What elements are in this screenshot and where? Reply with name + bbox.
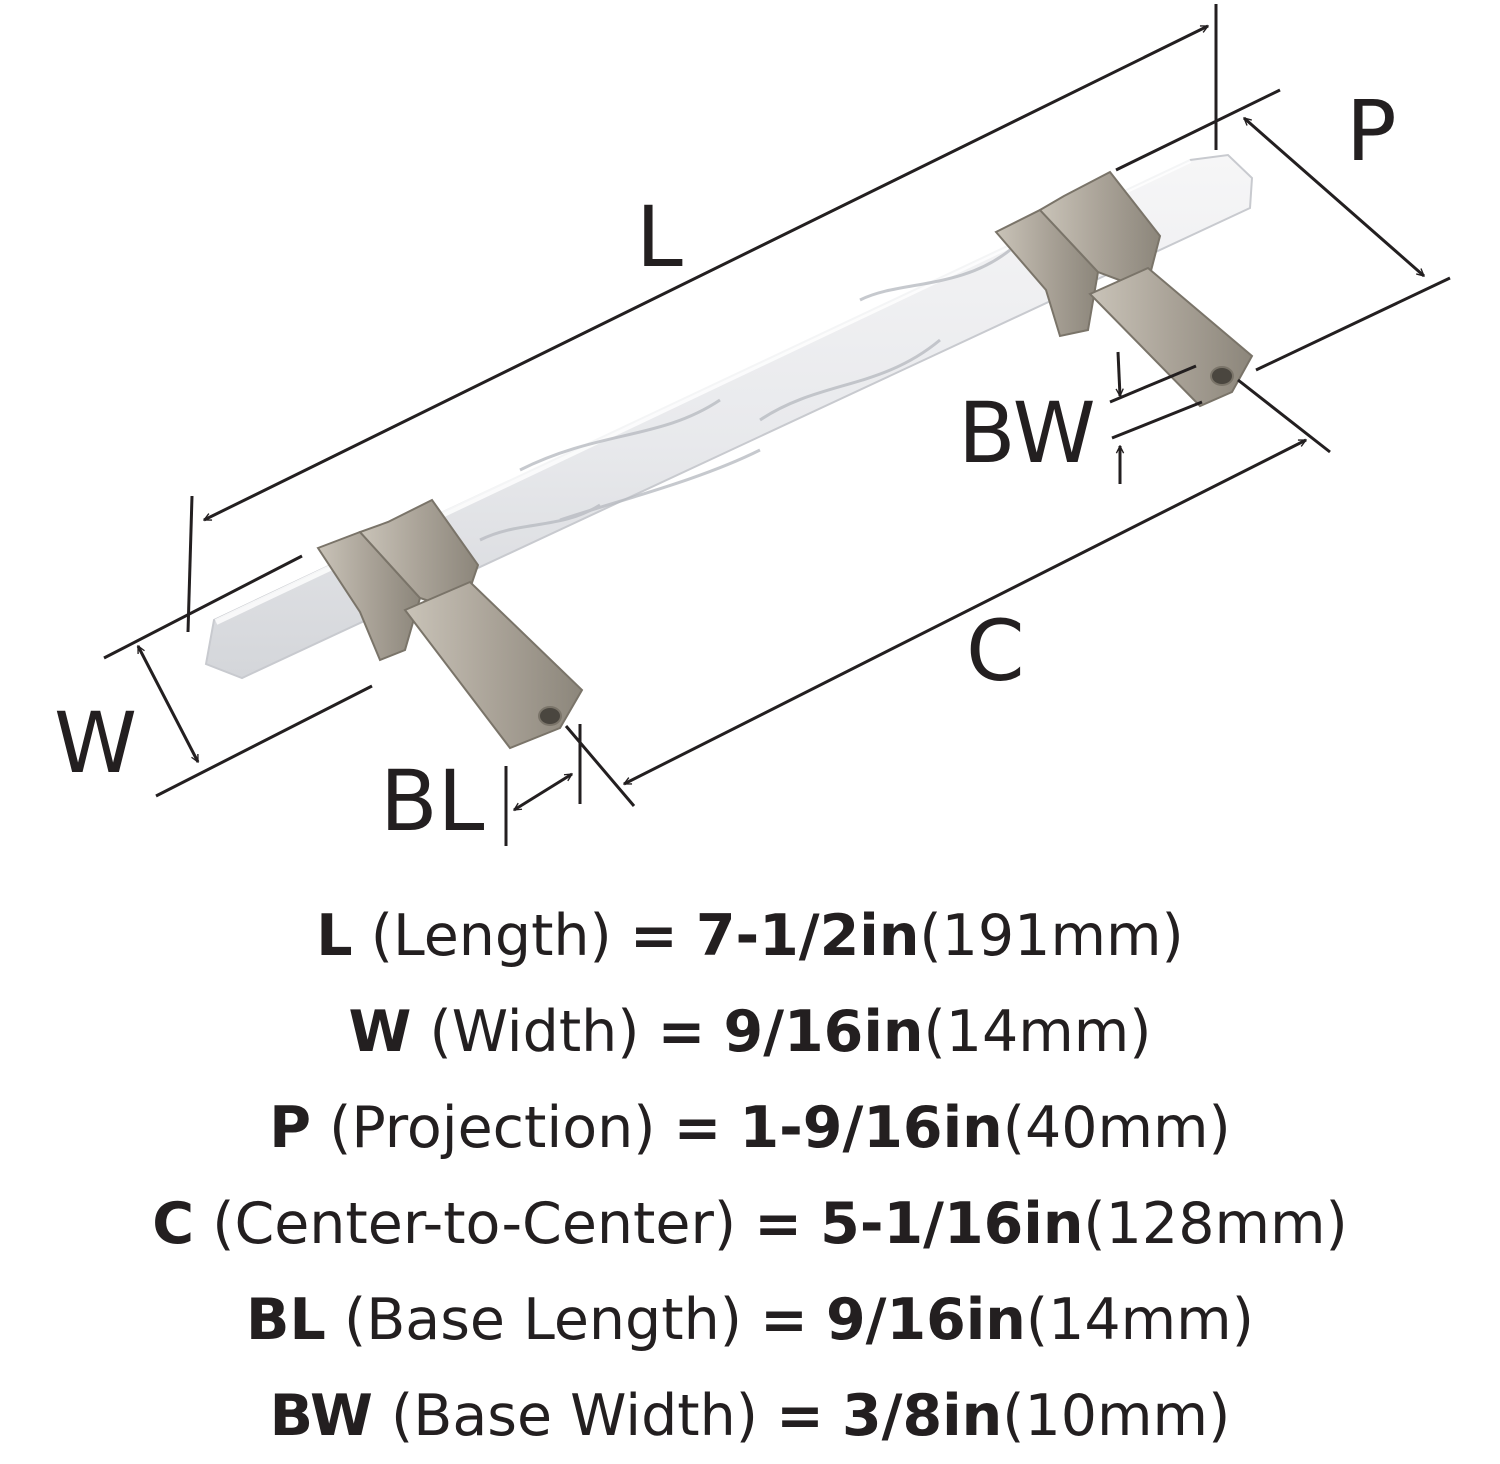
spec-name: (Base Length) bbox=[343, 1287, 742, 1353]
left-post bbox=[403, 580, 584, 750]
dimension-length bbox=[186, 4, 1218, 633]
dimension-center-to-center bbox=[564, 378, 1331, 807]
spec-letter: W bbox=[348, 999, 412, 1065]
spec-name: (Width) bbox=[429, 999, 640, 1065]
right-post bbox=[1088, 266, 1254, 408]
spec-equals: = bbox=[754, 1191, 803, 1257]
spec-equals: = bbox=[776, 1383, 824, 1449]
spec-metric: (14mm) bbox=[923, 999, 1152, 1065]
spec-center-to-center: C (Center-to-Center) = 5-1/16in(128mm) bbox=[0, 1176, 1500, 1272]
dimension-width bbox=[103, 554, 373, 798]
label-base-length: BL bbox=[380, 752, 485, 850]
label-base-width: BW bbox=[958, 384, 1096, 482]
spec-metric: (14mm) bbox=[1025, 1287, 1254, 1353]
spec-name: (Base Width) bbox=[390, 1383, 758, 1449]
spec-base-length: BL (Base Length) = 9/16in(14mm) bbox=[0, 1272, 1500, 1368]
dimension-arrow-icon bbox=[624, 438, 1306, 786]
spec-equals: = bbox=[673, 1095, 722, 1161]
spec-base-width: BW (Base Width) = 3/8in(10mm) bbox=[0, 1368, 1500, 1464]
label-length: L bbox=[636, 188, 683, 286]
dimension-arrow-icon bbox=[136, 646, 200, 762]
label-projection: P bbox=[1346, 82, 1397, 180]
spec-imperial: 1-9/16in bbox=[739, 1095, 1003, 1161]
dimension-diagram: L P W C BL BW bbox=[54, 4, 1451, 850]
spec-name: (Projection) bbox=[329, 1095, 656, 1161]
spec-equals: = bbox=[657, 999, 706, 1065]
dimension-arrow-icon bbox=[514, 772, 572, 812]
spec-imperial: 7-1/2in bbox=[695, 903, 920, 969]
label-width: W bbox=[54, 694, 137, 792]
spec-projection: P (Projection) = 1-9/16in(40mm) bbox=[0, 1080, 1500, 1176]
spec-metric: (191mm) bbox=[919, 903, 1184, 969]
dimension-arrow-icon bbox=[1244, 116, 1424, 278]
label-center-to-center: C bbox=[966, 602, 1025, 700]
left-screw-hole bbox=[538, 706, 562, 726]
dimension-arrow-icon bbox=[204, 24, 1208, 522]
spec-width: W (Width) = 9/16in(14mm) bbox=[0, 984, 1500, 1080]
dimension-base-length bbox=[504, 724, 582, 846]
spec-metric: (40mm) bbox=[1002, 1095, 1231, 1161]
spec-length: L (Length) = 7-1/2in(191mm) bbox=[0, 888, 1500, 984]
dimension-projection bbox=[1115, 88, 1451, 372]
spec-imperial: 9/16in bbox=[723, 999, 924, 1065]
specification-list: L (Length) = 7-1/2in(191mm) W (Width) = … bbox=[0, 888, 1500, 1464]
spec-letter: BW bbox=[269, 1383, 373, 1449]
spec-metric: (128mm) bbox=[1083, 1191, 1348, 1257]
spec-metric: (10mm) bbox=[1002, 1383, 1231, 1449]
spec-equals: = bbox=[629, 903, 678, 969]
dimension-arrow-icon bbox=[1118, 351, 1120, 396]
spec-imperial: 5-1/16in bbox=[820, 1191, 1084, 1257]
spec-letter: C bbox=[152, 1191, 195, 1257]
spec-name: (Center-to-Center) bbox=[212, 1191, 737, 1257]
spec-letter: L bbox=[316, 903, 353, 969]
spec-letter: BL bbox=[246, 1287, 326, 1353]
spec-imperial: 3/8in bbox=[842, 1383, 1003, 1449]
dimension-base-width bbox=[1109, 351, 1203, 484]
right-screw-hole bbox=[1210, 366, 1234, 386]
spec-name: (Length) bbox=[370, 903, 612, 969]
spec-imperial: 9/16in bbox=[825, 1287, 1026, 1353]
spec-equals: = bbox=[760, 1287, 808, 1353]
spec-letter: P bbox=[269, 1095, 311, 1161]
